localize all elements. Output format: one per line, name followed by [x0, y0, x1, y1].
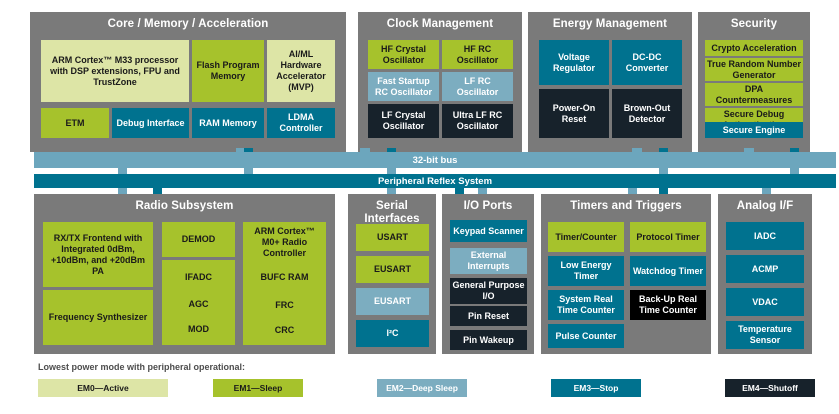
block-ram-memory[interactable]: RAM Memory [192, 108, 264, 138]
block-pin-reset[interactable]: Pin Reset [450, 306, 527, 326]
block-arm-cortex-m0-radio-controller[interactable]: ARM Cortex™ M0+ Radio Controller [243, 222, 326, 262]
legend-item-em0[interactable]: EM0—Active [38, 379, 168, 397]
bus-stub [153, 188, 162, 194]
block-flash-program-memory[interactable]: Flash Program Memory [192, 40, 264, 102]
bus-stub [455, 188, 464, 194]
panel-title: Energy Management [552, 18, 668, 30]
block-usart[interactable]: USART [356, 224, 429, 251]
bus-stub [762, 188, 771, 194]
block-voltage-regulator[interactable]: Voltage Regulator [539, 40, 609, 85]
block-demod[interactable]: DEMOD [162, 222, 235, 257]
bus-prs-label: Peripheral Reflex System [377, 175, 493, 187]
block-ultra-lf-rc-oscillator[interactable]: Ultra LF RC Oscillator [442, 104, 513, 138]
block-crc[interactable]: CRC [243, 316, 326, 345]
block-crypto-acceleration[interactable]: Crypto Acceleration [705, 40, 803, 56]
panel-title: Radio Subsystem [135, 200, 234, 212]
block-low-energy-timer[interactable]: Low Energy Timer [548, 256, 624, 286]
block-timer-counter[interactable]: Timer/Counter [548, 222, 624, 252]
legend-item-em2[interactable]: EM2—Deep Sleep [377, 379, 467, 397]
block-brown-out-detector[interactable]: Brown-Out Detector [612, 89, 682, 138]
block-protocol-timer[interactable]: Protocol Timer [630, 222, 706, 252]
bus-stub [118, 188, 127, 194]
legend-caption: Lowest power mode with peripheral operat… [38, 362, 246, 372]
panel-title: Serial Interfaces [364, 200, 420, 225]
bus-stub [659, 188, 668, 194]
block-dc-dc-converter[interactable]: DC-DC Converter [612, 40, 682, 85]
block-temperature-sensor[interactable]: Temperature Sensor [726, 321, 804, 349]
block-general-purpose-io[interactable]: General Purpose I/O [450, 278, 527, 304]
block-hf-crystal-oscillator[interactable]: HF Crystal Oscillator [368, 40, 439, 69]
panel-title: I/O Ports [463, 200, 513, 212]
legend-item-em3[interactable]: EM3—Stop [551, 379, 641, 397]
block-power-on-reset[interactable]: Power-On Reset [539, 89, 609, 138]
block-fast-startup-rc-oscillator[interactable]: Fast Startup RC Oscillator [368, 72, 439, 101]
bus-link [387, 168, 396, 174]
block-ldma-controller[interactable]: LDMA Controller [267, 108, 335, 138]
block-lf-rc-oscillator[interactable]: LF RC Oscillator [442, 72, 513, 101]
block-rx-tx-frontend[interactable]: RX/TX Frontend with Integrated 0dBm, +10… [43, 222, 153, 287]
block-ai-ml-hardware-accelerator[interactable]: AI/ML Hardware Accelerator (MVP) [267, 40, 335, 102]
block-keypad-scanner[interactable]: Keypad Scanner [450, 220, 527, 242]
bus-peripheral-reflex-system: Peripheral Reflex System [34, 174, 836, 188]
bus-stub [387, 188, 396, 194]
block-i2c-label: I²C [386, 328, 399, 338]
block-system-real-time-counter[interactable]: System Real Time Counter [548, 290, 624, 320]
block-etm[interactable]: ETM [41, 108, 109, 138]
block-back-up-real-time-counter[interactable]: Back-Up Real Time Counter [630, 290, 706, 320]
bus-link [118, 168, 127, 174]
panel-title: Clock Management [386, 18, 494, 30]
block-arm-cortex-m33[interactable]: ARM Cortex™ M33 processor with DSP exten… [41, 40, 189, 102]
block-eusart-em2[interactable]: EUSART [356, 288, 429, 315]
panel-title: Analog I/F [736, 200, 794, 212]
block-eusart-em1[interactable]: EUSART [356, 256, 429, 283]
block-acmp[interactable]: ACMP [726, 255, 804, 283]
block-true-random-number-generator[interactable]: True Random Number Generator [705, 58, 803, 81]
panel-title: Timers and Triggers [570, 200, 682, 212]
block-debug-interface[interactable]: Debug Interface [112, 108, 189, 138]
block-dpa-countermeasures[interactable]: DPA Countermeasures [705, 83, 803, 106]
block-frc[interactable]: FRC [243, 290, 326, 320]
block-i2c[interactable]: I²C [356, 320, 429, 347]
block-iadc[interactable]: IADC [726, 222, 804, 250]
bus-link [790, 168, 799, 174]
block-external-interrupts[interactable]: External Interrupts [450, 248, 527, 274]
block-vdac[interactable]: VDAC [726, 288, 804, 316]
bus-stub [628, 188, 637, 194]
block-secure-engine[interactable]: Secure Engine [705, 122, 803, 138]
bus-link [659, 168, 668, 174]
block-lf-crystal-oscillator[interactable]: LF Crystal Oscillator [368, 104, 439, 138]
block-pin-wakeup[interactable]: Pin Wakeup [450, 330, 527, 350]
block-watchdog-timer[interactable]: Watchdog Timer [630, 256, 706, 286]
panel-title: Core / Memory / Acceleration [107, 18, 269, 30]
bus-32bit: 32-bit bus [34, 152, 836, 168]
bus-stub [478, 188, 487, 194]
block-frequency-synthesizer[interactable]: Frequency Synthesizer [43, 290, 153, 345]
block-bufc-ram[interactable]: BUFC RAM [243, 262, 326, 293]
legend-item-em4[interactable]: EM4—Shutoff [725, 379, 815, 397]
panel-title: Security [730, 18, 778, 30]
bus-link [244, 168, 253, 174]
legend-item-em1[interactable]: EM1—Sleep [213, 379, 303, 397]
block-hf-rc-oscillator[interactable]: HF RC Oscillator [442, 40, 513, 69]
bus-32bit-label: 32-bit bus [412, 154, 458, 166]
block-mod[interactable]: MOD [162, 314, 235, 345]
block-pulse-counter[interactable]: Pulse Counter [548, 324, 624, 348]
